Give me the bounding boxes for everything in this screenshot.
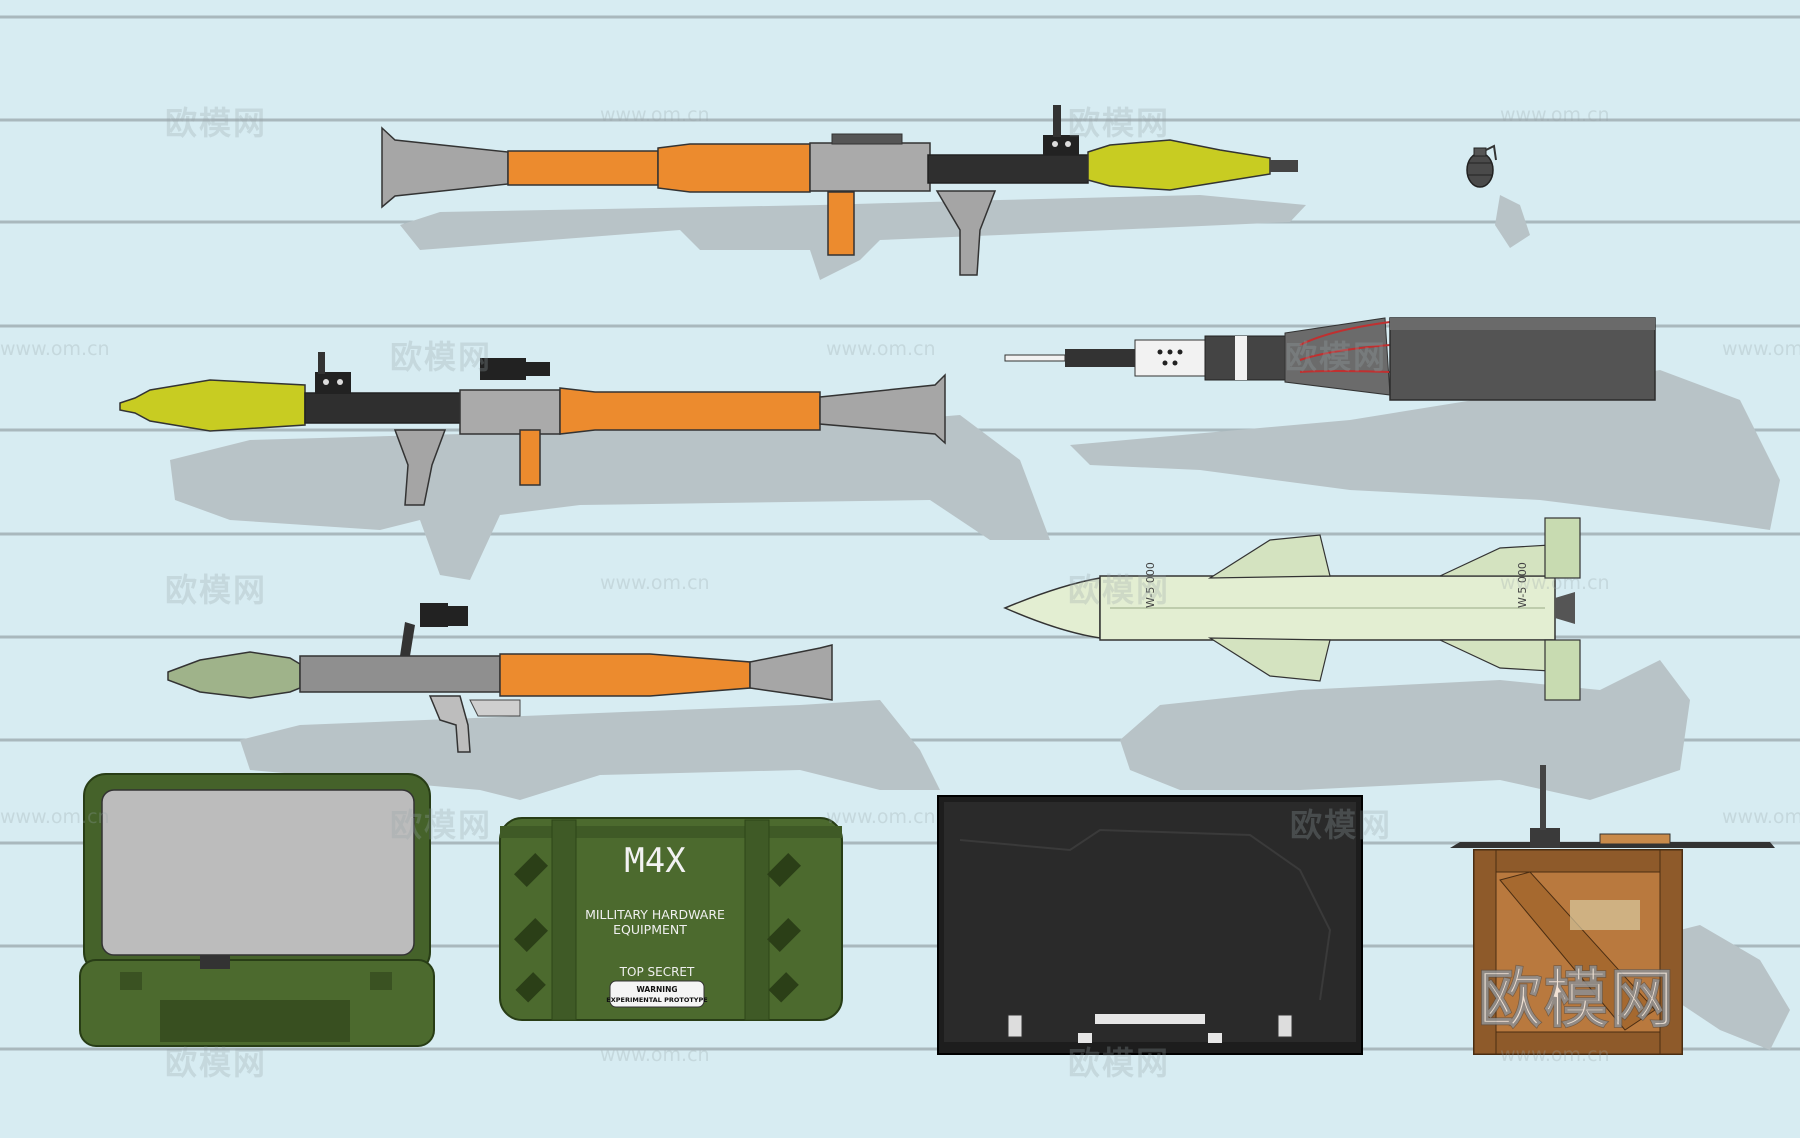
wooden-crate (1450, 765, 1775, 1055)
case-warning: WARNING (636, 985, 677, 994)
rpg-launcher-middle (119, 352, 946, 506)
rpg-launcher-top (381, 105, 1298, 276)
rpg-launcher-lower (167, 603, 833, 753)
case-line2: EQUIPMENT (613, 922, 687, 937)
case-line1: MILLITARY HARDWARE (585, 907, 725, 922)
case-prototype: EXPERIMENTAL PROTOTYPE (606, 996, 707, 1004)
canister-launcher (1004, 317, 1656, 401)
hand-grenade (1466, 144, 1497, 188)
foam-case (79, 773, 435, 1047)
case-title: M4X (624, 841, 686, 881)
missile-marking-front: W-5 000 (1144, 562, 1157, 608)
missile-marking-rear: W-5 000 (1516, 562, 1529, 608)
m4x-case: M4X MILLITARY HARDWARE EQUIPMENT TOP SEC… (499, 817, 843, 1021)
case-secret: TOP SECRET (619, 965, 695, 979)
black-case (937, 795, 1363, 1055)
missile: W-5 000 W-5 000 (1003, 517, 1581, 701)
